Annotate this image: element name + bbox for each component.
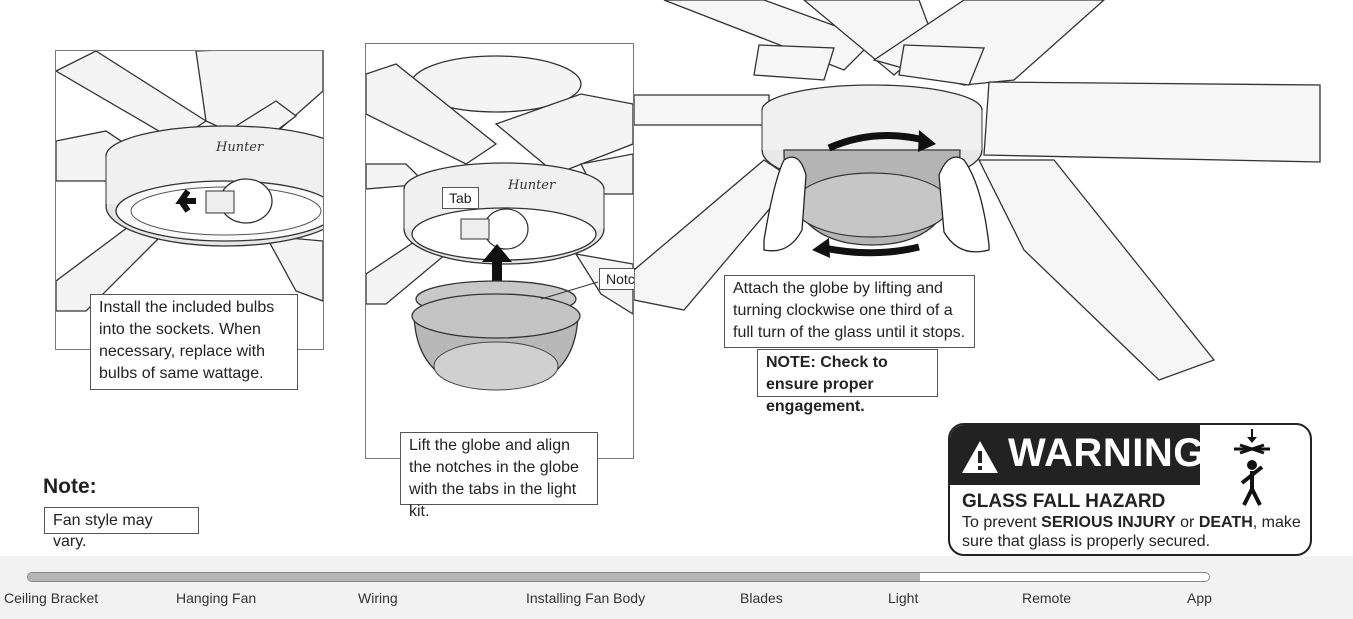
falling-glass-person-icon (1234, 429, 1270, 506)
step3-note: NOTE: Check to ensure proper engagement. (757, 349, 938, 415)
warning-text: To prevent SERIOUS INJURY or DEATH, make… (962, 514, 1301, 550)
step-blades[interactable]: Blades (740, 590, 783, 606)
brand-logo: Hunter (215, 140, 264, 155)
step-installing-fan-body[interactable]: Installing Fan Body (526, 590, 646, 606)
step2-instruction: Lift the globe and align the notches in … (400, 432, 598, 520)
warning-triangle-icon (962, 441, 998, 473)
progress-bar-fill (28, 573, 920, 581)
step-remote[interactable]: Remote (1022, 590, 1072, 606)
illustration-panel-globe-align: Hunter (365, 43, 634, 459)
progress-strip-bg (0, 556, 1353, 619)
step1-instruction: Install the included bulbs into the sock… (90, 294, 298, 390)
illustration-globe-attach (634, 0, 1324, 400)
illustration-panel-bulbs: Hunter (55, 50, 324, 350)
warning-title: WARNING (1008, 431, 1205, 475)
progress-bar (27, 572, 1210, 582)
step-app[interactable]: App (1187, 590, 1212, 606)
warning-header: WARNING (950, 425, 1204, 485)
warning-hazard: GLASS FALL HAZARD (962, 491, 1166, 512)
step-light[interactable]: Light (888, 590, 919, 606)
brand-logo: Hunter (507, 178, 556, 193)
globe-attach-illustration (634, 0, 1321, 381)
step3-instruction: Attach the globe by lifting and turning … (724, 275, 975, 348)
tab-label: Tab (442, 187, 479, 209)
note-text: Fan style may vary. (44, 507, 199, 550)
warning-box: WARNING GLASS FALL HAZARD To prevent SER… (948, 423, 1312, 556)
fan-bulb-install-illustration: Hunter (56, 51, 323, 312)
step-ceiling-bracket[interactable]: Ceiling Bracket (4, 590, 99, 606)
note-heading: Note: (43, 475, 97, 498)
step-hanging-fan[interactable]: Hanging Fan (176, 590, 257, 606)
globe-align-illustration: Hunter (366, 55, 633, 391)
step-wiring[interactable]: Wiring (358, 590, 398, 606)
